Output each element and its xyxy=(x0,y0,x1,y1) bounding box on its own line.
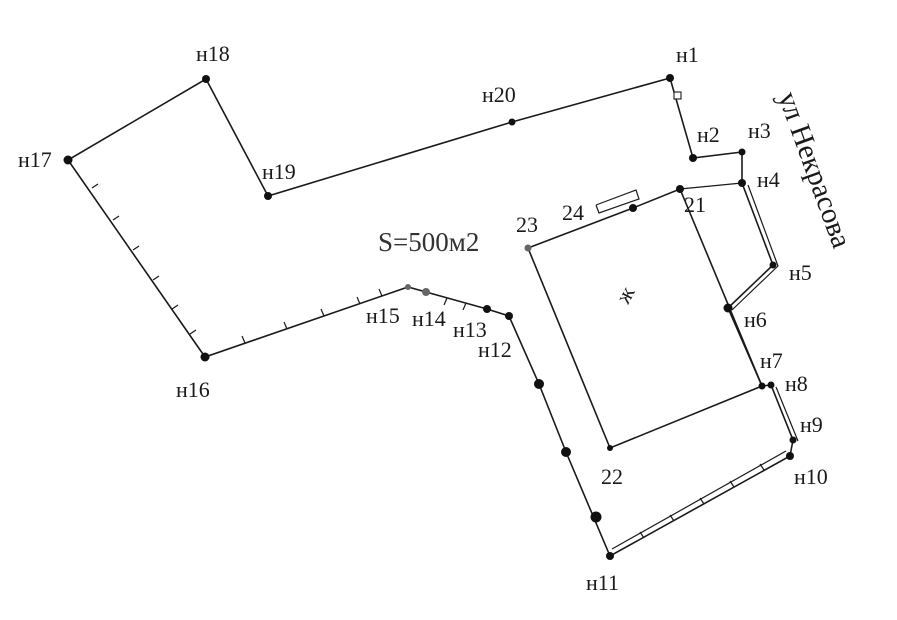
label-n18: н18 xyxy=(196,41,230,66)
point-n5 xyxy=(769,261,777,269)
boundary-points xyxy=(63,74,797,560)
label-n1: н1 xyxy=(676,42,699,67)
boundary-marker xyxy=(673,91,682,100)
point-n14 xyxy=(422,288,430,296)
boundary-ticks-n16-n15 xyxy=(241,288,383,344)
point-n10 xyxy=(786,452,794,460)
point-n8 xyxy=(767,381,775,389)
point-intermediate-3 xyxy=(590,511,602,523)
point-n1 xyxy=(666,74,674,82)
label-n9: н9 xyxy=(800,412,823,437)
label-n4: н4 xyxy=(757,167,780,192)
label-n2: н2 xyxy=(697,122,720,147)
point-22 xyxy=(607,445,613,451)
label-n11: н11 xyxy=(586,570,619,595)
point-n19 xyxy=(264,192,272,200)
point-n17 xyxy=(63,155,73,165)
label-n12: н12 xyxy=(478,337,512,362)
fence-n10-n11-inner xyxy=(611,450,787,550)
label-n10: н10 xyxy=(794,464,828,489)
label-n16: н16 xyxy=(176,377,210,402)
label-n5: н5 xyxy=(789,260,812,285)
label-24: 24 xyxy=(562,200,584,225)
fence-n8-n9-inner xyxy=(775,386,799,442)
label-23: 23 xyxy=(516,212,538,237)
label-n19: н19 xyxy=(262,159,296,184)
porch-outline xyxy=(595,189,640,214)
boundary-ticks-n14-n13 xyxy=(443,297,467,311)
label-n17: н17 xyxy=(18,147,52,172)
point-n11 xyxy=(606,552,614,560)
fence-n10-n11-ties xyxy=(639,463,765,539)
label-n15: н15 xyxy=(366,303,400,328)
point-24 xyxy=(629,204,637,212)
label-n20: н20 xyxy=(482,82,516,107)
point-n13 xyxy=(483,305,491,313)
building-type-label: ж xyxy=(610,281,640,308)
point-n16 xyxy=(200,352,210,362)
label-22: 22 xyxy=(601,464,623,489)
point-21 xyxy=(676,185,684,193)
point-intermediate-1 xyxy=(534,379,544,389)
point-n2 xyxy=(689,154,697,162)
building-outline xyxy=(527,187,764,450)
point-n12 xyxy=(505,312,513,320)
label-n8: н8 xyxy=(785,371,808,396)
area-label: S=500м2 xyxy=(378,227,479,257)
point-n20 xyxy=(508,118,516,126)
boundary-ticks-n17-n16 xyxy=(91,183,197,335)
point-n6 xyxy=(723,303,733,313)
label-n7: н7 xyxy=(760,348,783,373)
fence-n4-n6-inner xyxy=(731,184,779,311)
label-n6: н6 xyxy=(744,307,767,332)
point-n9 xyxy=(789,436,797,444)
point-n18 xyxy=(202,75,210,83)
building-annex xyxy=(679,182,743,190)
point-n4 xyxy=(738,179,746,187)
label-n3: н3 xyxy=(748,118,771,143)
point-n3 xyxy=(738,148,746,156)
street-label: ул Некрасова xyxy=(771,87,857,252)
point-intermediate-2 xyxy=(561,447,571,457)
point-n15 xyxy=(405,284,411,290)
label-n13: н13 xyxy=(453,317,487,342)
building-points xyxy=(524,185,684,451)
label-21: 21 xyxy=(684,192,706,217)
point-23 xyxy=(524,244,532,252)
label-n14: н14 xyxy=(412,306,446,331)
point-n7 xyxy=(758,382,766,390)
